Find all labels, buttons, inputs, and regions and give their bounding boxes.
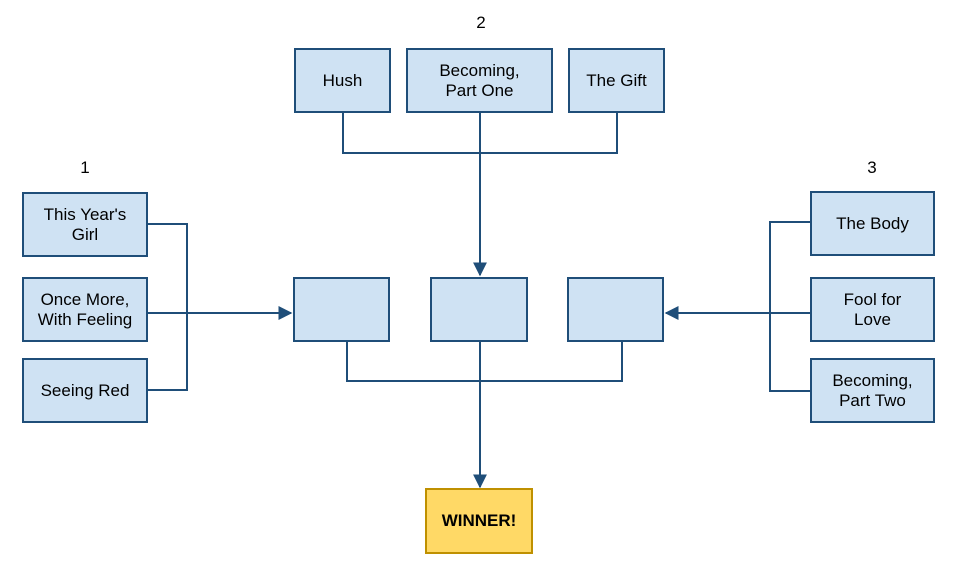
- group-1-entry-2: Once More, With Feeling: [22, 277, 148, 342]
- entry-label: Hush: [322, 70, 363, 90]
- winner-box: WINNER!: [425, 488, 533, 554]
- group-1-entry-1: This Year's Girl: [22, 192, 148, 257]
- entry-label: The Body: [836, 213, 909, 233]
- winner-label: WINNER!: [441, 511, 517, 530]
- finals-slot-1: [293, 277, 390, 342]
- group-2-entry-3: The Gift: [568, 48, 665, 113]
- entry-label: This Year's Girl: [43, 204, 127, 244]
- finals-slot-2: [430, 277, 528, 342]
- entry-label: Once More, With Feeling: [37, 289, 133, 329]
- group-2-number: 2: [476, 13, 486, 32]
- entry-label: Fool for Love: [843, 289, 902, 329]
- finals-slot-3: [567, 277, 664, 342]
- entry-label: Becoming, Part One: [439, 60, 520, 100]
- group-2-entry-2: Becoming, Part One: [406, 48, 553, 113]
- group-3-bracket: [769, 221, 810, 392]
- entry-label: Becoming, Part Two: [832, 370, 913, 410]
- group-3-number: 3: [867, 158, 877, 177]
- group-1-bracket: [147, 223, 188, 391]
- group-1-entry-3: Seeing Red: [22, 358, 148, 423]
- entry-label: Seeing Red: [40, 380, 130, 400]
- group-3-entry-3: Becoming, Part Two: [810, 358, 935, 423]
- group-1-number: 1: [80, 158, 90, 177]
- group-2-entry-1: Hush: [294, 48, 391, 113]
- group-3-entry-2: Fool for Love: [810, 277, 935, 342]
- finals-bracket: [346, 341, 623, 382]
- entry-label: The Gift: [586, 70, 647, 90]
- group-3-entry-1: The Body: [810, 191, 935, 256]
